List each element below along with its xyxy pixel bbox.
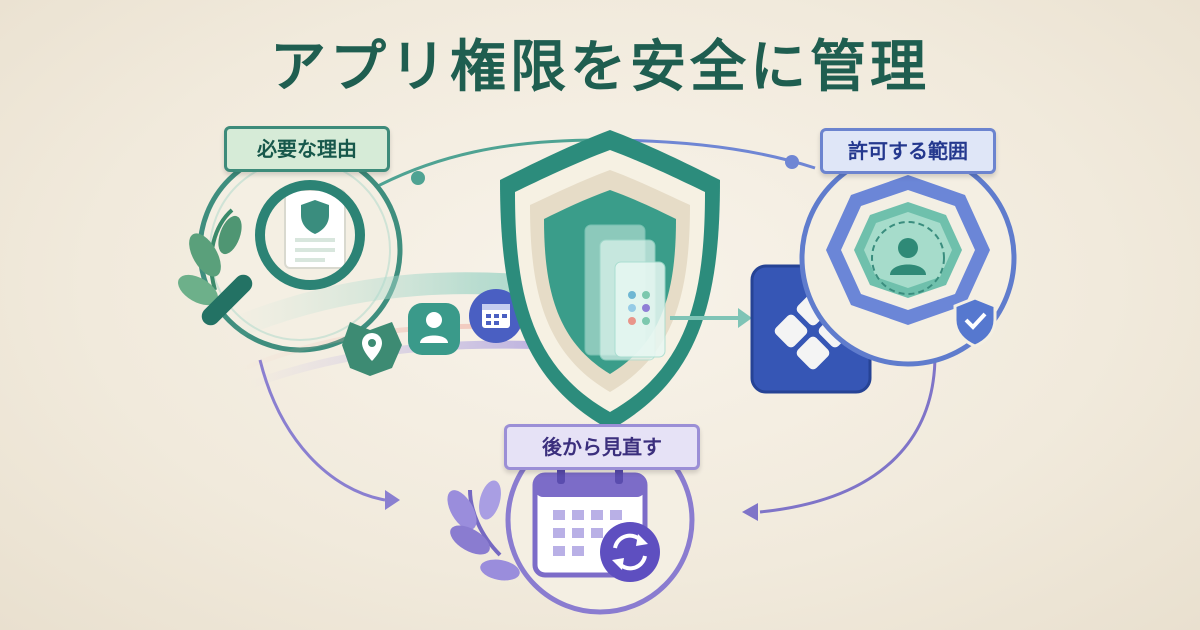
review-section (447, 425, 695, 615)
arrow-icon (742, 503, 758, 521)
label-scope: 許可する範囲 (820, 128, 996, 174)
check-shield-icon (953, 296, 997, 348)
shield-icon (500, 130, 720, 430)
label-reason: 必要な理由 (224, 126, 390, 172)
arrow-icon (670, 308, 752, 328)
label-review: 後から見直す (504, 424, 700, 470)
scope-section (799, 149, 1017, 367)
page-title: アプリ権限を安全に管理 (270, 35, 930, 100)
calendar-refresh-icon (532, 466, 660, 582)
location-pin-icon (342, 322, 402, 376)
user-scope-icon (871, 221, 945, 295)
person-icon (408, 303, 460, 355)
calendar-icon (469, 289, 523, 343)
leaf-icon (447, 480, 520, 581)
arrow-icon (385, 490, 400, 510)
magnifier-document-icon (201, 180, 365, 326)
leaf-icon (178, 208, 242, 306)
